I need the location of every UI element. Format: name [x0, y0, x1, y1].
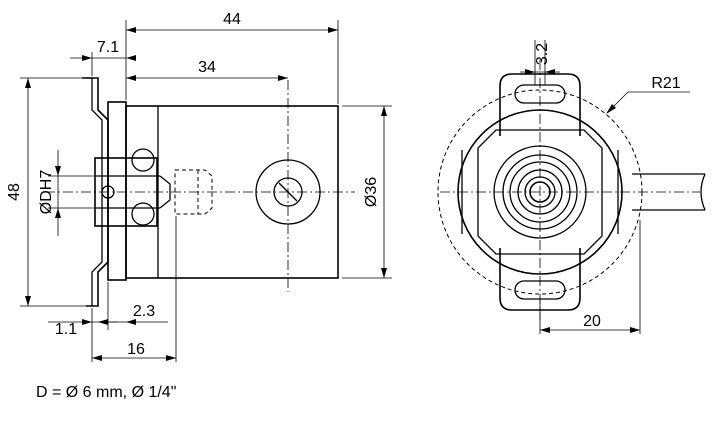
dim-hub-length: 16: [127, 341, 145, 358]
arrow-34-left: [126, 75, 136, 81]
dim-slot-width: 3.2: [534, 43, 551, 65]
arrow-36-top: [381, 106, 387, 116]
housing-circle: [457, 109, 623, 275]
slot-bottom: [514, 280, 566, 300]
front-view: 3.2 R21 20: [437, 40, 706, 334]
arrow-11-left: [82, 319, 92, 325]
arrow-20-right: [630, 327, 640, 333]
arrow-32-right: [545, 69, 555, 75]
arrow-44-left: [126, 27, 136, 33]
flange-tab-top: [499, 73, 581, 136]
dim-hub-offset: 2.3: [133, 303, 155, 320]
radius-arc: [437, 89, 643, 295]
ring-5: [524, 176, 556, 208]
arrow-16-right: [166, 355, 176, 361]
cable-gland-outer: [255, 159, 321, 225]
arrow-32-left: [525, 69, 535, 75]
arrow-d-top: [55, 166, 61, 176]
dim-flange-thickness: 1.1: [55, 321, 77, 338]
connector-outline: [174, 169, 213, 215]
cable-gland-inner: [273, 177, 303, 207]
dim-radius: R21: [651, 75, 680, 92]
set-screw: [101, 185, 115, 199]
arrow-r21: [606, 104, 616, 114]
clamp-screw-top: [131, 148, 155, 172]
clamp-screw-bottom: [131, 202, 155, 226]
ring-2: [502, 154, 578, 230]
dim-bore: ØDH7: [38, 170, 55, 215]
cable-gland-slot: [278, 182, 298, 202]
dim-body-length: 34: [198, 59, 216, 76]
dim-height: 48: [6, 183, 23, 201]
arrow-44-right: [328, 27, 338, 33]
arrow-71-right: [126, 55, 136, 61]
arrow-23: [126, 319, 136, 325]
arrow-16-left: [92, 355, 102, 361]
encoder-body: [125, 105, 339, 279]
ring-1: [493, 145, 587, 239]
slot-top: [514, 84, 566, 104]
hub-housing: [107, 101, 127, 281]
cable-break: [700, 173, 706, 211]
dim-overall-length: 44: [223, 11, 241, 28]
dim-flange-offset: 7.1: [97, 39, 119, 56]
arrow-36-bottom: [381, 268, 387, 278]
flange-plate-inner: [86, 77, 103, 306]
side-view: 44 7.1 34 48 ØDH7 Ø36 1.1 2.3 16: [6, 11, 392, 362]
bore-note: D = Ø 6 mm, Ø 1/4": [36, 384, 177, 401]
bore-hole: [529, 181, 551, 203]
bore-chamfer: [159, 175, 171, 209]
dim-slot-distance: 20: [583, 313, 601, 330]
arrow-34-right: [278, 75, 288, 81]
arrow-d-bottom: [55, 208, 61, 218]
arrow-20-left: [540, 327, 550, 333]
ring-4: [517, 169, 563, 215]
ring-3: [509, 161, 571, 223]
dim-body-diameter: Ø36: [363, 177, 380, 207]
clamp-block: [94, 157, 158, 227]
arrow-48-top: [25, 78, 31, 88]
arrow-48-bottom: [25, 296, 31, 306]
arrow-71-left: [82, 55, 92, 61]
square-body: [477, 129, 603, 255]
arrow-11-right: [98, 319, 108, 325]
